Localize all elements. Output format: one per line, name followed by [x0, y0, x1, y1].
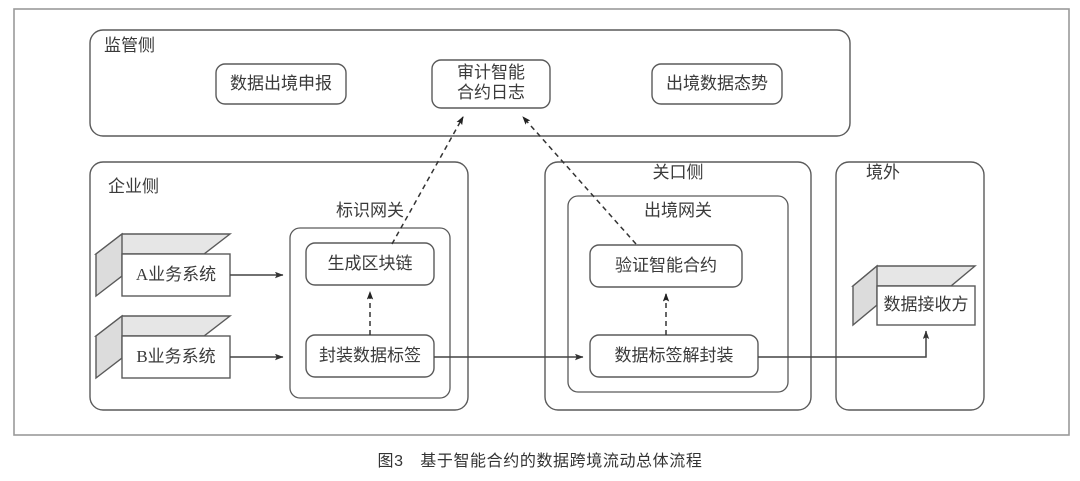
node-encapsulate-tag-label: 封装数据标签 — [319, 346, 421, 365]
node-declaration[interactable]: 数据出境申报 — [215, 63, 347, 105]
zone-overseas: 境外 数据接收方 — [835, 161, 985, 411]
zone-identification-gateway-label: 标识网关 — [336, 201, 404, 220]
flow-blockchain-to-audit-log — [391, 116, 464, 245]
zone-customs: 关口侧 出境网关 验证智能合约 数据标签解封装 — [544, 161, 812, 411]
node-system-b-label: B业务系统 — [136, 347, 215, 366]
node-verify-contract-label: 验证智能合约 — [615, 256, 717, 275]
node-decapsulate-tag-label: 数据标签解封装 — [615, 346, 734, 365]
zone-overseas-label: 境外 — [866, 163, 900, 182]
figure-outer-frame — [13, 8, 1070, 436]
zone-regulator-label: 监管侧 — [104, 36, 155, 55]
flow-lines-solid — [230, 271, 930, 361]
node-decapsulate-tag-box[interactable] — [589, 334, 759, 378]
zone-outbound-gateway-label: 出境网关 — [644, 201, 712, 220]
node-data-receiver-front-face[interactable] — [876, 285, 976, 326]
flow-verify-to-audit-log — [522, 116, 637, 245]
flow-decapsulate-to-receiver — [758, 330, 930, 358]
zone-enterprise-label: 企业侧 — [108, 177, 159, 196]
node-data-receiver[interactable]: 数据接收方 — [851, 264, 977, 327]
figure-caption: 图3 基于智能合约的数据跨境流动总体流程 — [378, 451, 703, 470]
zone-enterprise: 企业侧 标识网关 生成区块链 封装数据标签 A业务系统 — [89, 161, 469, 411]
zone-customs-label: 关口侧 — [653, 163, 704, 182]
node-generate-blockchain-box[interactable] — [305, 242, 435, 286]
node-declaration-label: 数据出境申报 — [230, 74, 332, 93]
node-audit-log-label-line2: 合约日志 — [457, 83, 525, 102]
node-system-a-label: A业务系统 — [136, 265, 216, 284]
node-system-a-front-face[interactable] — [121, 253, 231, 297]
node-outbound-posture-box[interactable] — [651, 63, 783, 105]
node-system-a[interactable]: A业务系统 — [93, 232, 233, 298]
node-data-receiver-label: 数据接收方 — [884, 295, 969, 314]
node-decapsulate-tag[interactable]: 数据标签解封装 — [589, 334, 759, 378]
node-audit-log-box[interactable] — [431, 59, 551, 109]
node-verify-contract-box[interactable] — [589, 244, 743, 288]
node-generate-blockchain-label: 生成区块链 — [328, 254, 413, 273]
node-outbound-posture-label: 出境数据态势 — [666, 74, 768, 93]
node-verify-contract[interactable]: 验证智能合约 — [589, 244, 743, 288]
node-system-b[interactable]: B业务系统 — [93, 314, 233, 380]
node-encapsulate-tag[interactable]: 封装数据标签 — [305, 334, 435, 378]
node-declaration-box[interactable] — [215, 63, 347, 105]
flow-lines-dashed — [366, 116, 670, 335]
node-system-b-front-face[interactable] — [121, 335, 231, 379]
node-audit-log-label-line1: 审计智能 — [457, 63, 525, 82]
node-audit-log[interactable]: 审计智能 合约日志 — [431, 59, 551, 109]
zone-regulator: 监管侧 数据出境申报 审计智能 合约日志 出境数据态势 — [89, 29, 851, 137]
node-generate-blockchain[interactable]: 生成区块链 — [305, 242, 435, 286]
node-outbound-posture[interactable]: 出境数据态势 — [651, 63, 783, 105]
